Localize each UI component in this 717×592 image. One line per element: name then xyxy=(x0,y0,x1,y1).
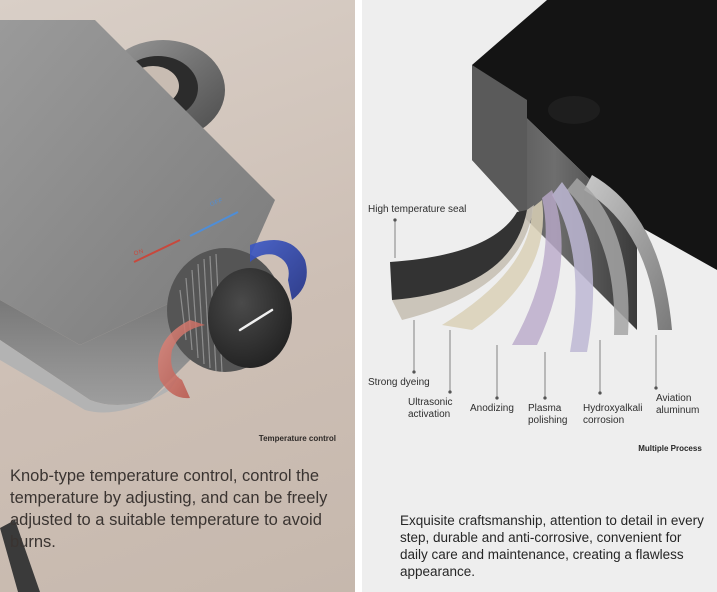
hot-indicator-line xyxy=(133,239,181,263)
layer-hydroxyalkali xyxy=(567,178,629,335)
label-hydroxyalkali-corrosion: Hydroxyalkali corrosion xyxy=(583,403,643,426)
temperature-control-label: Temperature control xyxy=(258,434,336,443)
layer-aviation-aluminum xyxy=(584,175,672,330)
pipe xyxy=(0,520,40,592)
layer-anodizing xyxy=(512,190,562,345)
label-plasma-polishing: Plasma polishing xyxy=(528,403,568,426)
label-anodizing: Anodizing xyxy=(470,403,514,414)
panel-divider xyxy=(355,0,362,592)
label-high-temperature-seal: High temperature seal xyxy=(368,204,467,215)
black-top-surface xyxy=(472,0,717,270)
knob-marker xyxy=(238,308,274,332)
left-caption: Knob-type temperature control, control t… xyxy=(10,467,328,551)
layer-plasma-polishing xyxy=(552,182,594,352)
multiple-process-title: Multiple Process xyxy=(638,444,702,453)
label-strong-dyeing: Strong dyeing xyxy=(368,377,430,388)
right-caption: Exquisite craftsmanship, attention to de… xyxy=(400,513,704,579)
layer-ultrasonic-activation xyxy=(442,200,544,330)
left-product-panel: ON OFF Temperature control Knob-type tem… xyxy=(0,0,355,592)
cold-rotation-arrow-icon xyxy=(250,240,307,300)
hot-rotation-arrow-icon xyxy=(158,320,205,399)
label-aviation-aluminum: Aviation aluminum xyxy=(656,393,700,416)
faucet-illustration xyxy=(0,20,307,592)
label-ultrasonic-activation: Ultrasonic activation xyxy=(408,397,453,420)
layer-illustration xyxy=(390,0,717,400)
layer-high-temperature-seal xyxy=(390,210,527,300)
right-process-panel: High temperature seal Strong dyeing Ultr… xyxy=(362,0,717,592)
knob-face xyxy=(208,268,292,368)
cold-indicator-line xyxy=(189,211,239,237)
